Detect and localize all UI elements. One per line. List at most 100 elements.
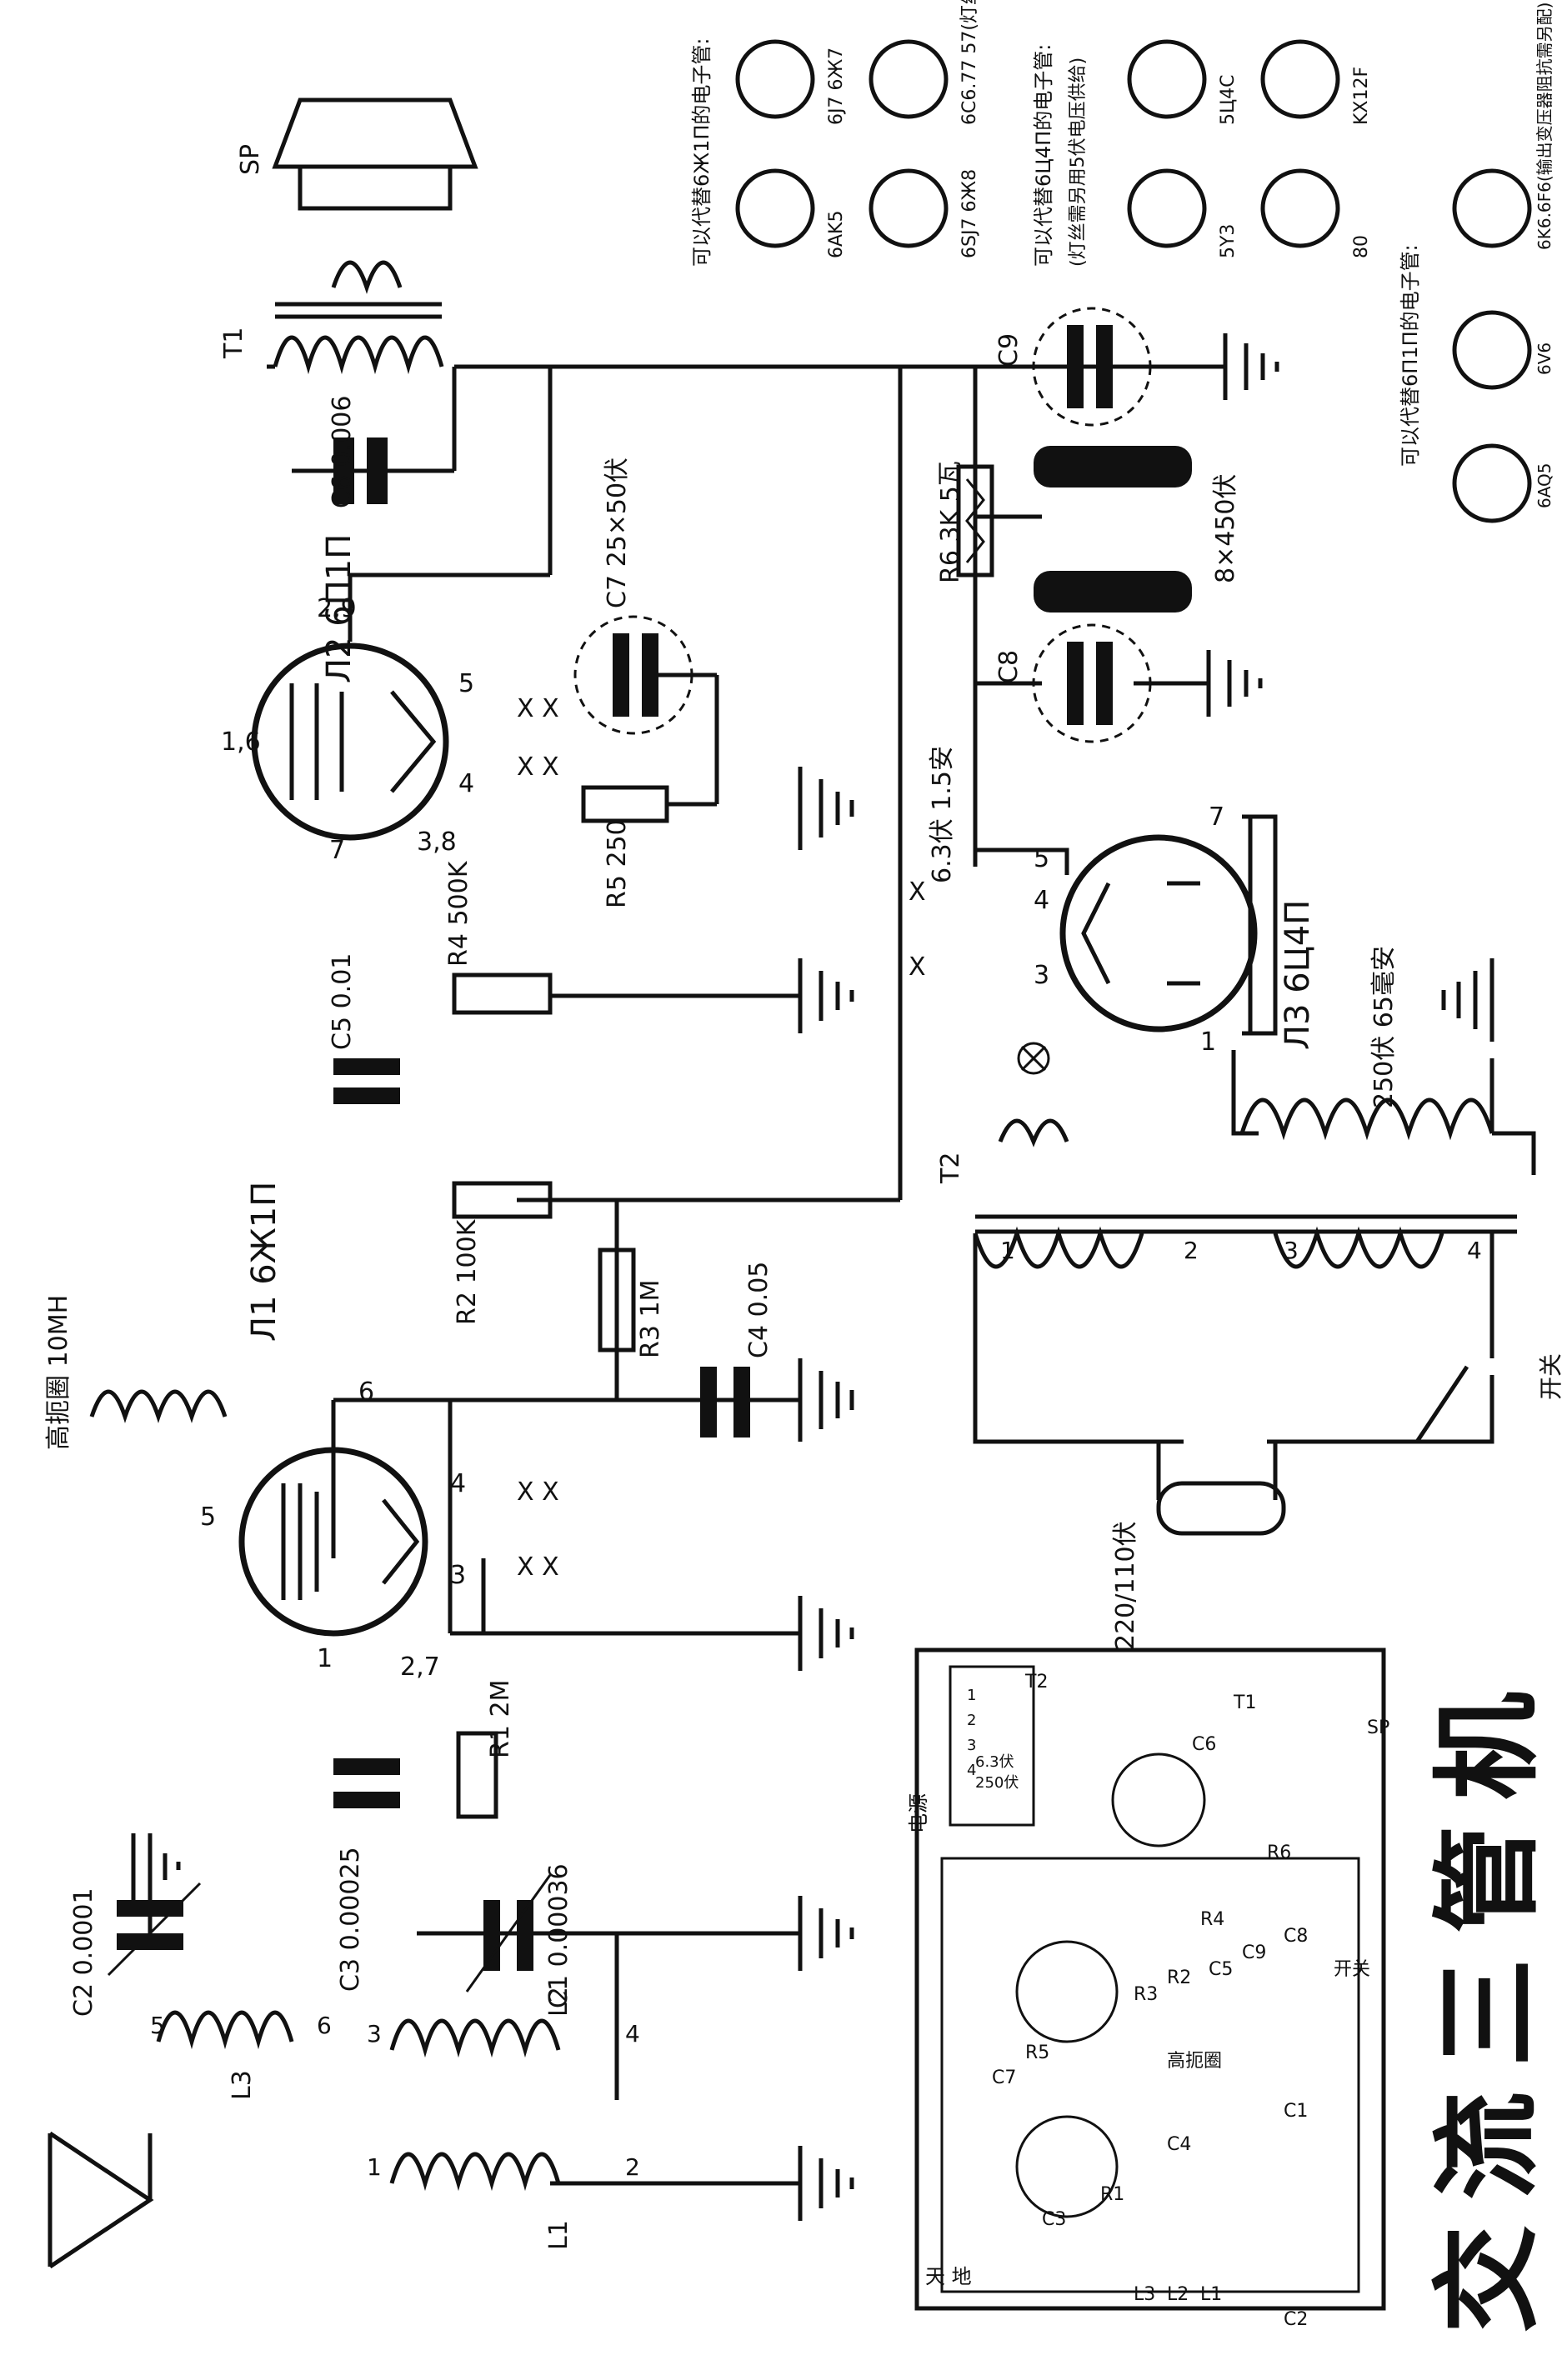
antenna-ground-label: 天 地 [925,2265,972,2288]
layout-label: R1 [1100,2184,1124,2205]
ground-icon [1441,958,1494,1042]
r1-label: R1 2M [486,1680,515,1758]
v2-pin-5: 5 [458,669,474,698]
c89-value: 8×450伏 [1211,474,1240,583]
t2-label: T2 [936,1152,965,1184]
antenna-icon [48,2131,154,2269]
hv-label: 250伏 65毫安 [1369,946,1399,1108]
coil-pin-2: 2 [625,2153,640,2181]
resistor-r5: R5 250 [581,785,669,908]
layout-label: R6 [1267,1842,1291,1863]
sub-v3-tube: 5Y3 [1218,224,1239,258]
layout-label: R5 [1025,2042,1049,2063]
coil-l2: L2 3 4 [367,1987,640,2058]
sub-v2-tube: 6AQ5 [1534,462,1554,508]
x-mark: X [909,878,926,907]
layout-label: C2 [1284,2309,1308,2330]
tube-v1: Л1 6Ж1П 6 5 4 3 1 2,7 X X X X [200,1182,559,1682]
x-mark: X X [517,694,559,723]
x-mark: X X [517,1478,559,1507]
layout-label: L1 [1200,2284,1222,2305]
sub-v2-tube: 6V6 [1534,342,1554,375]
filter-section: R6 3K 5瓦 C9 C8 8×450伏 [936,307,1240,743]
r6-label: R6 3K 5瓦 [936,461,965,583]
sub-v3-note: (灯丝需另用5伏电压供给) [1068,58,1089,267]
power-label: 电源 [907,1793,930,1833]
main-title: 交流三管机 [1424,1667,1551,2333]
capacitor-c6: C6 0.006 [328,396,388,508]
ground-icon [798,1896,854,1971]
v2-pin-16: 1,6 [221,728,261,757]
speaker: SP [236,98,478,211]
v3-pin-5: 5 [1034,844,1049,873]
mains-label: 220/110伏 [1111,1521,1140,1650]
sub-v3-tube: 5Ц4C [1218,75,1239,125]
c8-label: C8 [994,650,1024,683]
coil-l1: L1 1 2 [367,2152,640,2250]
c5-label: C5 0.01 [328,953,357,1050]
sub-v1-tube: 6AK5 [826,211,847,258]
c4-label: C4 0.05 [744,1262,773,1358]
v2-pin-4: 4 [458,769,474,798]
power-transformer: T2 1 2 3 4 250伏 65毫安 6.3伏 1.5安 220/110伏 … [928,746,1564,1650]
v1-pin-27: 2,7 [400,1652,440,1682]
tr-pin-2: 2 [1184,1237,1199,1264]
layout-label: C6 [1192,1734,1216,1755]
coil-l3: L3 5 6 [150,2010,332,2100]
v3-label: Л3 6Ц4П [1279,900,1317,1050]
capacitor-c2: C2 0.0001 [69,1882,202,2017]
c6-label: C6 0.006 [328,396,357,508]
ground-icon [798,767,854,850]
switch-label: 开关 [1537,1353,1564,1400]
layout-label: C3 [1042,2209,1066,2230]
coil-pin-5: 5 [150,2012,165,2039]
heater-label: 6.3伏 1.5安 [928,746,957,883]
ground-icon [798,1358,854,1442]
sub-v1-heading: 可以代替6Ж1П的电子管: [690,38,713,267]
sub-v1-tube: 6C6.77 57(灯丝电压2.5伏) [959,0,980,125]
sp-label: SP [236,144,265,175]
rf-choke: 高扼圈 10MH [44,1295,228,1450]
c3-label: C3 0.00025 [336,1847,365,1992]
coil-pin-6: 6 [317,2012,332,2039]
resistor-r3: R3 1M [598,1248,665,1358]
layout-label: C7 [992,2068,1016,2088]
layout-label: L2 [1167,2284,1189,2305]
sub-v2-heading: 可以代替6П1П的电子管: [1399,244,1422,467]
capacitor-c5: C5 0.01 [328,953,400,1104]
c2-label: C2 0.0001 [69,1888,98,2017]
t2-pin: 4 [967,1762,976,1779]
ground-icon [131,1833,181,1900]
v1-label: Л1 6Ж1П [245,1182,283,1342]
l3-label: L3 [228,2070,257,2100]
r2-label: R2 100K [453,1218,482,1325]
l1-label: L1 [544,2220,573,2250]
x-mark: X X [517,752,559,782]
v3-pin-7: 7 [1209,802,1224,832]
v1-pin-1: 1 [317,1644,333,1673]
resistor-r1: R1 2M [456,1680,515,1819]
v3-pin-1: 1 [1200,1028,1216,1057]
r5-label: R5 250 [603,819,632,908]
t2-tap: 250伏 [975,1774,1019,1792]
tube-v3: Л3 6Ц4П 7 5 4 3 1 X X [909,802,1317,1057]
t1-label: T1 [219,328,248,359]
tube-v2: Л2 6П1П 2,9 1,6 5 4 7 3,8 X X X X [221,534,559,865]
choke-label: 高扼圈 10MH [44,1295,73,1450]
capacitor-c7: C7 25×50伏 [573,458,693,735]
ground-icon [1206,650,1263,717]
l2-label: L2 [544,1987,573,2017]
v1-pin-3: 3 [450,1561,466,1590]
v1-pin-6: 6 [358,1378,374,1407]
v2-pin-38: 3,8 [417,828,457,857]
t2-pin: 3 [967,1737,976,1754]
v3-pin-4: 4 [1034,886,1049,915]
capacitor-c1: C1 0.00036 [465,1863,573,2008]
c7-label: C7 25×50伏 [603,458,632,608]
layout-label: T2 [1024,1672,1048,1692]
sub-v1-tube: 6J7 6Ж7 [826,48,847,125]
coil-pin-3: 3 [367,2020,382,2048]
tr-pin-4: 4 [1467,1237,1482,1264]
resistor-r2: R2 100K [452,1181,553,1325]
